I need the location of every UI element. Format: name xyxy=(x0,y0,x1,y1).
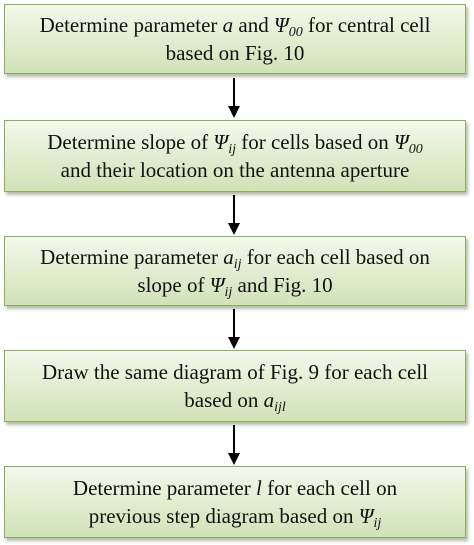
step-3-line-2: slope of Ψij and Fig. 10 xyxy=(137,271,333,300)
step-2-line-2: and their location on the antenna apertu… xyxy=(60,158,410,182)
step-box-1: Determine parameter a and Ψ00 for centra… xyxy=(4,4,466,74)
step-box-4: Draw the same diagram of Fig. 9 for each… xyxy=(4,350,466,422)
step-3-line-1: Determine parameter aij for each cell ba… xyxy=(40,243,430,272)
subscript-ijl: ijl xyxy=(274,400,286,415)
step-1-text: and xyxy=(233,13,274,37)
subscript-ij: ij xyxy=(233,257,242,272)
step-4-line-1: Draw the same diagram of Fig. 9 for each… xyxy=(41,360,429,384)
step-2-text: Determine slope of xyxy=(47,130,214,154)
step-1-line-1: Determine parameter a and Ψ00 for centra… xyxy=(39,11,431,40)
step-5-line-1: Determine parameter l for each cell on xyxy=(73,474,397,502)
arrow-4-to-5 xyxy=(228,425,240,465)
symbol-l: l xyxy=(255,476,262,500)
subscript-ij: ij xyxy=(224,285,233,300)
symbol-psi: Ψ xyxy=(394,130,409,154)
step-5-text: previous step diagram based on xyxy=(88,504,359,528)
symbol-psi: Ψ xyxy=(213,130,229,154)
symbol-psi: Ψ xyxy=(273,13,289,37)
arrow-3-to-4 xyxy=(228,309,240,349)
symbol-a: a xyxy=(222,13,234,37)
symbol-psi: Ψ xyxy=(209,273,225,297)
step-5-text: Determine parameter xyxy=(72,476,256,500)
symbol-a: a xyxy=(263,388,275,412)
step-4-text: based on xyxy=(184,388,264,412)
subscript-ij: ij xyxy=(373,516,382,531)
arrow-1-to-2 xyxy=(228,78,240,118)
step-4-line-2: based on aijl xyxy=(184,386,286,415)
step-3-text: for each cell based on xyxy=(241,245,430,269)
step-box-3: Determine parameter aij for each cell ba… xyxy=(4,236,466,306)
step-2-text: for cells based on xyxy=(235,130,395,154)
step-2-line-1: Determine slope of Ψij for cells based o… xyxy=(47,128,423,157)
subscript-00: 00 xyxy=(408,142,423,157)
step-3-text: and Fig. 10 xyxy=(232,273,333,297)
subscript-ij: ij xyxy=(228,142,236,157)
step-box-5: Determine parameter l for each cell on p… xyxy=(4,466,466,538)
step-1-line-2: based on Fig. 10 xyxy=(165,41,305,65)
step-1-text: for central cell xyxy=(302,13,431,37)
symbol-psi: Ψ xyxy=(358,504,374,528)
step-5-line-2: previous step diagram based on Ψij xyxy=(88,502,382,531)
arrow-2-to-3 xyxy=(228,195,240,235)
symbol-a: a xyxy=(223,245,234,269)
step-3-text: Determine parameter xyxy=(40,245,224,269)
step-box-2: Determine slope of Ψij for cells based o… xyxy=(4,120,466,192)
step-3-text: slope of xyxy=(137,273,210,297)
subscript-00: 00 xyxy=(288,25,303,40)
step-5-text: for each cell on xyxy=(261,476,398,500)
step-1-text: Determine parameter xyxy=(39,13,223,37)
